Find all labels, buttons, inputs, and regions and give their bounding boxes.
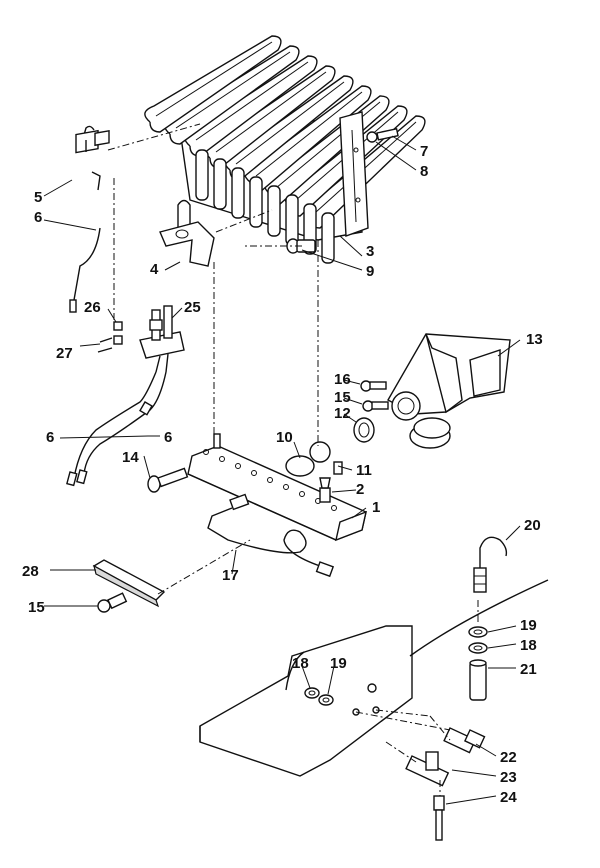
screw-washer-7-8 xyxy=(366,128,399,143)
callout-28: 28 xyxy=(22,563,39,580)
strap-28 xyxy=(92,559,166,608)
callout-4: 4 xyxy=(150,261,159,278)
gas-manifold-1 xyxy=(187,433,367,542)
pilot-burner-25 xyxy=(139,305,185,373)
burner-leg xyxy=(321,212,335,264)
thermocouple-tip-20 xyxy=(473,536,508,593)
callout-9: 9 xyxy=(366,263,374,280)
burner-leg xyxy=(267,185,281,237)
manifold-jet xyxy=(299,491,305,497)
manifold-jet xyxy=(219,456,225,462)
sleeve-21 xyxy=(469,659,487,701)
callout-14: 14 xyxy=(122,449,139,466)
burner-leg xyxy=(285,194,299,246)
leader-lines xyxy=(43,135,521,805)
burner-leg xyxy=(249,176,263,228)
callout-19-plate: 19 xyxy=(330,655,347,672)
washers-18-19-plate xyxy=(304,687,334,706)
nozzle-2 xyxy=(319,477,331,503)
connector-24 xyxy=(433,795,445,841)
callout-15-lower: 15 xyxy=(28,599,45,616)
callout-21: 21 xyxy=(520,661,537,678)
manifold-jet xyxy=(283,484,289,490)
manifold-jet xyxy=(235,463,241,469)
callout-3: 3 xyxy=(366,243,374,260)
mounting-bracket-4 xyxy=(159,199,215,267)
callout-25: 25 xyxy=(184,299,201,316)
manifold-jet xyxy=(267,477,273,483)
mounting-plate xyxy=(199,579,549,777)
callout-22: 22 xyxy=(500,749,517,766)
callout-5: 5 xyxy=(34,189,42,206)
t-connector-23 xyxy=(405,751,450,787)
connector-22 xyxy=(443,727,486,754)
callout-1: 1 xyxy=(372,499,380,516)
callout-18-plate: 18 xyxy=(292,655,309,672)
gas-pipe-17 xyxy=(207,493,335,578)
callout-8: 8 xyxy=(420,163,428,180)
callout-17: 17 xyxy=(222,567,239,584)
burner-tube-assembly xyxy=(144,35,426,264)
manifold-jet xyxy=(251,470,257,476)
thermocouple-holder-5 xyxy=(75,125,110,191)
burner-leg xyxy=(213,158,227,210)
callout-27: 27 xyxy=(56,345,73,362)
burner-leg xyxy=(195,149,209,201)
burner-head-13 xyxy=(387,333,511,449)
callout-2: 2 xyxy=(356,481,364,498)
callout-13: 13 xyxy=(526,331,543,348)
screw-15-lower xyxy=(97,592,128,613)
o-ring-12 xyxy=(353,417,375,443)
thermocouple-lead-6 xyxy=(69,227,101,313)
callout-19-right: 19 xyxy=(520,617,537,634)
washer-19-right xyxy=(468,626,488,638)
callout-15-upper: 15 xyxy=(334,389,351,406)
burner-tube xyxy=(144,35,282,133)
alignment-lines xyxy=(107,123,479,796)
ignition-leads-6 xyxy=(66,371,167,487)
screws-16-15 xyxy=(360,380,389,412)
callout-18-right: 18 xyxy=(520,637,537,654)
callout-10: 10 xyxy=(276,429,293,446)
callout-11: 11 xyxy=(356,462,372,479)
callout-6-upper: 6 xyxy=(34,209,42,226)
manifold-jet xyxy=(331,505,337,511)
callout-12: 12 xyxy=(334,405,351,422)
callout-23: 23 xyxy=(500,769,517,786)
burner-leg xyxy=(231,167,245,219)
callout-24: 24 xyxy=(500,789,517,806)
callout-26: 26 xyxy=(84,299,101,316)
callout-6-left: 6 xyxy=(46,429,54,446)
callout-labels: 1 2 3 4 5 6 6 6 7 8 9 10 11 12 13 14 15 … xyxy=(22,143,543,806)
callout-6-right: 6 xyxy=(164,429,172,446)
callout-7: 7 xyxy=(420,143,428,160)
callout-20: 20 xyxy=(524,517,541,534)
callout-16: 16 xyxy=(334,371,351,388)
electrode-clips-26-27 xyxy=(97,321,123,353)
venturi-10-11 xyxy=(285,441,343,477)
screw-14 xyxy=(147,467,189,493)
washer-18-right xyxy=(468,642,488,654)
manifold-jet xyxy=(203,449,209,455)
